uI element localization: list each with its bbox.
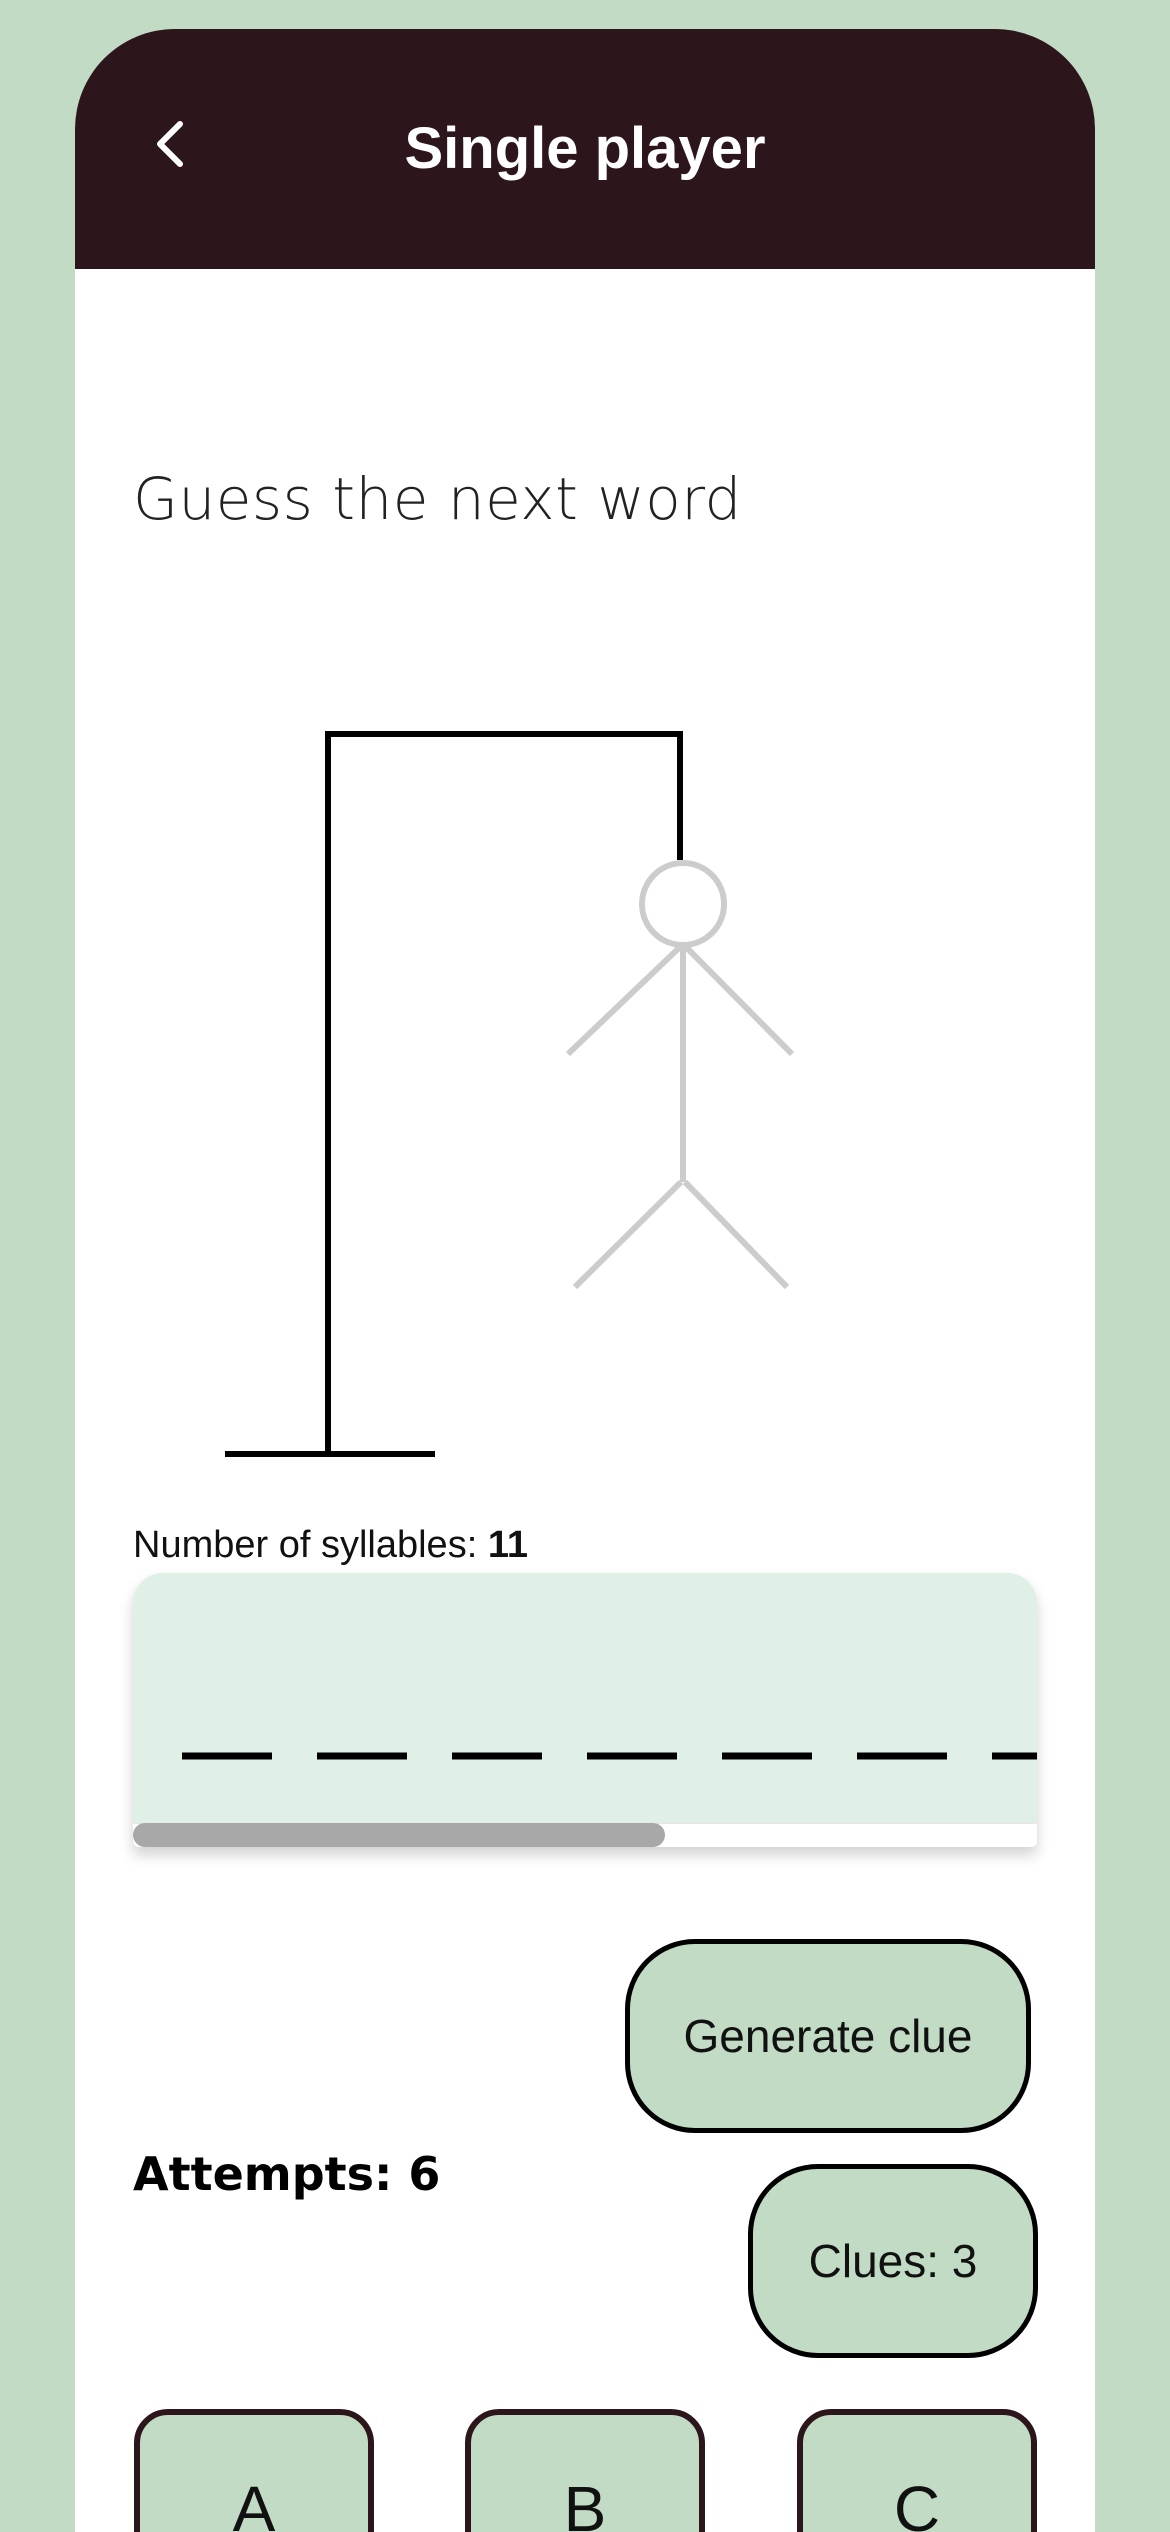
gallows xyxy=(225,731,683,1457)
letter-key-b[interactable]: B xyxy=(465,2409,705,2532)
back-button[interactable] xyxy=(135,109,205,179)
game-prompt: Guess the next word xyxy=(133,465,742,533)
app-bar: Single player xyxy=(75,29,1095,269)
screen: Single player Guess the next word Number… xyxy=(75,29,1095,2532)
syllables-label: Number of syllables: xyxy=(133,1524,488,1566)
figure-head xyxy=(639,860,727,948)
word-blanks-area[interactable] xyxy=(133,1573,1037,1847)
syllables-count: 11 xyxy=(487,1524,528,1566)
syllables-info: Number of syllables: 11 xyxy=(133,1524,528,1567)
letter-key-c[interactable]: C xyxy=(797,2409,1037,2532)
clues-remaining: Clues: 3 xyxy=(748,2164,1038,2358)
hangman-drawing xyxy=(225,731,795,1457)
page-title: Single player xyxy=(404,116,766,181)
figure-right-arm xyxy=(683,944,795,1057)
attempts-counter: Attempts: 6 xyxy=(133,2147,441,2201)
word-blanks xyxy=(182,1752,1037,1760)
figure-left-leg xyxy=(572,1179,684,1290)
stick-figure xyxy=(565,860,795,1290)
figure-left-arm xyxy=(565,944,683,1057)
generate-clue-button[interactable]: Generate clue xyxy=(625,1939,1031,2133)
figure-right-leg xyxy=(682,1179,790,1290)
letter-key-a[interactable]: A xyxy=(134,2409,374,2532)
chevron-left-icon xyxy=(157,121,183,167)
scrollbar-thumb[interactable] xyxy=(133,1823,665,1847)
